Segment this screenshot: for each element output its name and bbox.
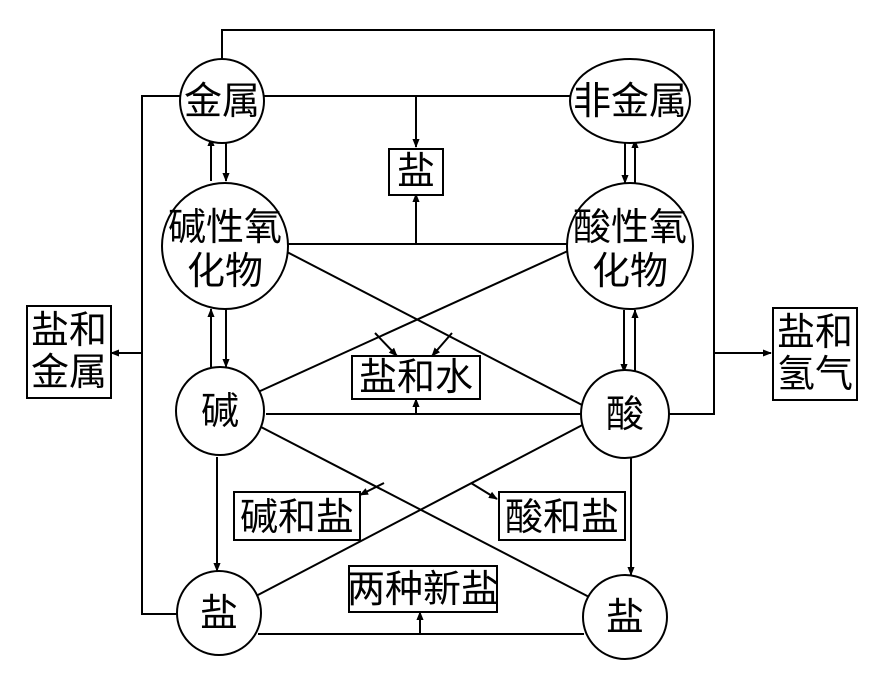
edge-metal-acid-outer <box>221 29 715 415</box>
edge-basic-oxide-acid <box>286 251 585 407</box>
label-salt-metal-line1: 盐和 <box>31 308 107 352</box>
label-acidic-oxide-line1: 酸性氧 <box>573 205 687 249</box>
label-metal: 金属 <box>184 79 260 123</box>
edge-base-acidic-oxide <box>257 249 571 393</box>
edge-base-salt-br <box>260 426 594 600</box>
node-base-and-salt: 碱和盐 <box>233 491 361 541</box>
label-basic-oxide-line2: 化物 <box>187 249 263 293</box>
edge-metal-salt-outer <box>141 95 181 615</box>
label-base-salt: 碱和盐 <box>240 495 354 539</box>
edge-to-acid-salt <box>470 482 498 500</box>
node-acid-and-salt: 酸和盐 <box>498 491 626 541</box>
node-two-new-salts: 两种新盐 <box>347 565 499 613</box>
label-base: 碱 <box>201 389 239 433</box>
node-salt-bottom-left: 盐 <box>176 570 262 656</box>
node-base: 碱 <box>175 366 265 456</box>
label-salt-water: 盐和水 <box>359 355 473 399</box>
label-two-new-salts: 两种新盐 <box>347 567 499 611</box>
label-salt-metal-line2: 金属 <box>31 350 107 394</box>
label-acid: 酸 <box>606 392 644 436</box>
label-nonmetal: 非金属 <box>573 79 687 123</box>
label-salt-hydrogen-line2: 氢气 <box>777 352 853 396</box>
label-acid-salt: 酸和盐 <box>505 495 619 539</box>
label-salt-top: 盐 <box>397 149 435 193</box>
label-basic-oxide-line1: 碱性氧 <box>168 205 282 249</box>
edge-to-base-salt <box>359 482 385 496</box>
node-salt-and-metal: 盐和 金属 <box>26 305 112 399</box>
label-salt-hydrogen-line1: 盐和 <box>777 310 853 354</box>
node-salt-bottom-right: 盐 <box>582 574 668 660</box>
node-salt-and-water: 盐和水 <box>351 355 481 400</box>
node-metal: 金属 <box>179 58 265 144</box>
label-salt-bottom-left: 盐 <box>200 591 238 635</box>
node-acidic-oxide: 酸性氧 化物 <box>566 182 694 310</box>
node-acid: 酸 <box>580 369 670 459</box>
label-acidic-oxide-line2: 化物 <box>592 249 668 293</box>
node-nonmetal: 非金属 <box>569 58 691 144</box>
node-basic-oxide: 碱性氧 化物 <box>161 182 289 310</box>
node-salt-and-hydrogen: 盐和 氢气 <box>772 307 858 401</box>
label-salt-bottom-right: 盐 <box>606 595 644 639</box>
edge-acid-salt-bl <box>255 420 591 597</box>
edge-to-salt-water-right <box>431 332 453 357</box>
edge-to-salt-water-left <box>374 332 398 357</box>
node-salt-top: 盐 <box>388 148 444 196</box>
